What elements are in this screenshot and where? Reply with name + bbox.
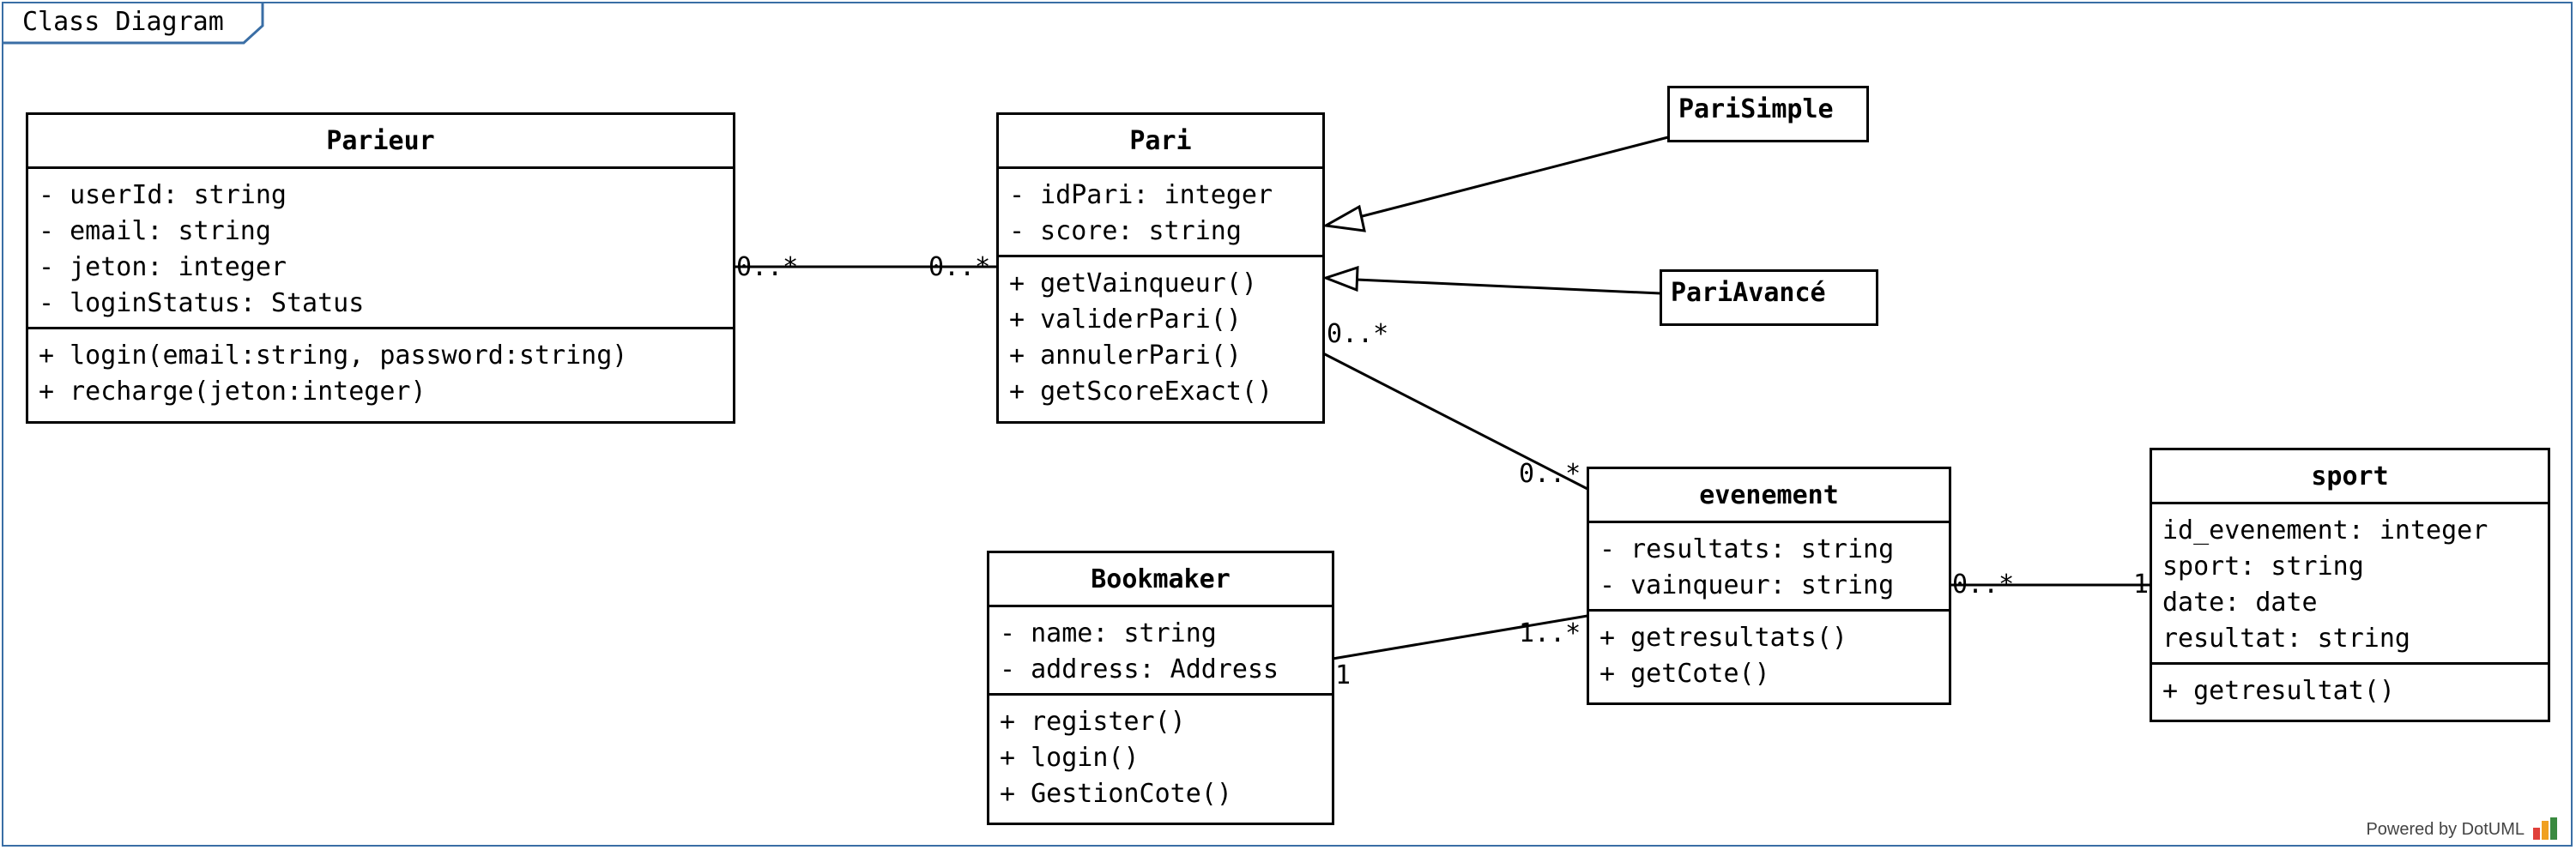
class-pari[interactable]: Pari - idPari: integer - score: string +…	[996, 112, 1325, 424]
class-name: evenement	[1699, 480, 1839, 510]
class-name: Pari	[1129, 126, 1192, 156]
class-evenement[interactable]: evenement - resultats: string - vainqueu…	[1587, 467, 1951, 705]
multiplicity-bookmaker-evenement-target: 1..*	[1519, 618, 1581, 648]
operation: + recharge(jeton:integer)	[39, 377, 426, 407]
attributes-compartment: - userId: string - email: string - jeton…	[28, 166, 733, 327]
operations-compartment: + login(email:string, password:string) +…	[28, 327, 733, 415]
class-sport[interactable]: sport id_evenement: integer sport: strin…	[2150, 448, 2550, 722]
attributes-compartment: - idPari: integer - score: string	[999, 166, 1322, 255]
attributes-compartment: - name: string - address: Address	[989, 605, 1332, 693]
multiplicity-evenement-sport-source: 0..*	[1952, 570, 2015, 600]
operation: + GestionCote()	[1000, 779, 1232, 809]
operation: + register()	[1000, 707, 1186, 737]
attribute: - address: Address	[1000, 654, 1279, 684]
class-bookmaker[interactable]: Bookmaker - name: string - address: Addr…	[987, 551, 1334, 825]
multiplicity-bookmaker-evenement-source: 1	[1335, 660, 1351, 690]
operations-compartment: + register() + login() + GestionCote()	[989, 693, 1332, 817]
operations-compartment: + getVainqueur() + validerPari() + annul…	[999, 255, 1322, 415]
multiplicity-parieur-pari-source: 0..*	[736, 252, 799, 282]
multiplicity-pari-evenement-target: 0..*	[1519, 459, 1581, 489]
operation: + getresultats()	[1599, 623, 1847, 653]
operation: + getresultat()	[2162, 676, 2395, 706]
generalization-arrowhead-parisimple	[1321, 204, 1366, 232]
operation: + getCote()	[1599, 659, 1770, 689]
title-tab	[2, 2, 264, 45]
operations-compartment: + getresultat()	[2152, 662, 2548, 714]
dotuml-logo-icon	[2533, 817, 2557, 840]
attribute: sport: string	[2162, 552, 2364, 582]
attribute: - score: string	[1009, 216, 1242, 246]
attribute: resultat: string	[2162, 624, 2410, 654]
attribute: date: date	[2162, 588, 2318, 618]
attribute: id_evenement: integer	[2162, 515, 2488, 546]
operation: + validerPari()	[1009, 304, 1242, 335]
operation: + annulerPari()	[1009, 341, 1242, 371]
class-name: Parieur	[326, 126, 435, 156]
attribute: - userId: string	[39, 180, 287, 210]
class-pariavance[interactable]: PariAvancé	[1660, 269, 1878, 326]
class-parieur[interactable]: Parieur - userId: string - email: string…	[26, 112, 735, 424]
class-name: PariAvancé	[1671, 278, 1826, 308]
multiplicity-pari-evenement-source: 0..*	[1327, 319, 1389, 349]
attribute: - vainqueur: string	[1599, 570, 1895, 600]
generalization-parisimple-pari	[1355, 136, 1669, 220]
generalization-arrowhead-pariavance	[1321, 265, 1359, 292]
operation: + login()	[1000, 743, 1140, 773]
class-parisimple[interactable]: PariSimple	[1667, 86, 1869, 142]
operations-compartment: + getresultats() + getCote()	[1589, 609, 1949, 697]
class-name: sport	[2311, 461, 2389, 491]
attributes-compartment: - resultats: string - vainqueur: string	[1589, 521, 1949, 609]
multiplicity-evenement-sport-target: 1	[2133, 570, 2150, 600]
association-pari-evenement	[1322, 352, 1588, 491]
powered-by-label: Powered by DotUML	[2366, 820, 2525, 839]
generalization-pariavance-pari	[1356, 278, 1661, 295]
attribute: - loginStatus: Status	[39, 288, 365, 318]
attribute: - resultats: string	[1599, 534, 1895, 564]
operation: + login(email:string, password:string)	[39, 341, 628, 371]
operation: + getVainqueur()	[1009, 268, 1257, 298]
attributes-compartment: id_evenement: integer sport: string date…	[2152, 502, 2548, 662]
association-bookmaker-evenement	[1332, 614, 1588, 660]
multiplicity-parieur-pari-target: 0..*	[928, 252, 991, 282]
operation: + getScoreExact()	[1009, 377, 1273, 407]
attribute: - name: string	[1000, 618, 1217, 648]
class-name: PariSimple	[1678, 94, 1834, 124]
attribute: - email: string	[39, 216, 271, 246]
diagram-title: Class Diagram	[22, 7, 224, 37]
attribute: - jeton: integer	[39, 252, 287, 282]
attribute: - idPari: integer	[1009, 180, 1273, 210]
class-name: Bookmaker	[1091, 564, 1231, 594]
